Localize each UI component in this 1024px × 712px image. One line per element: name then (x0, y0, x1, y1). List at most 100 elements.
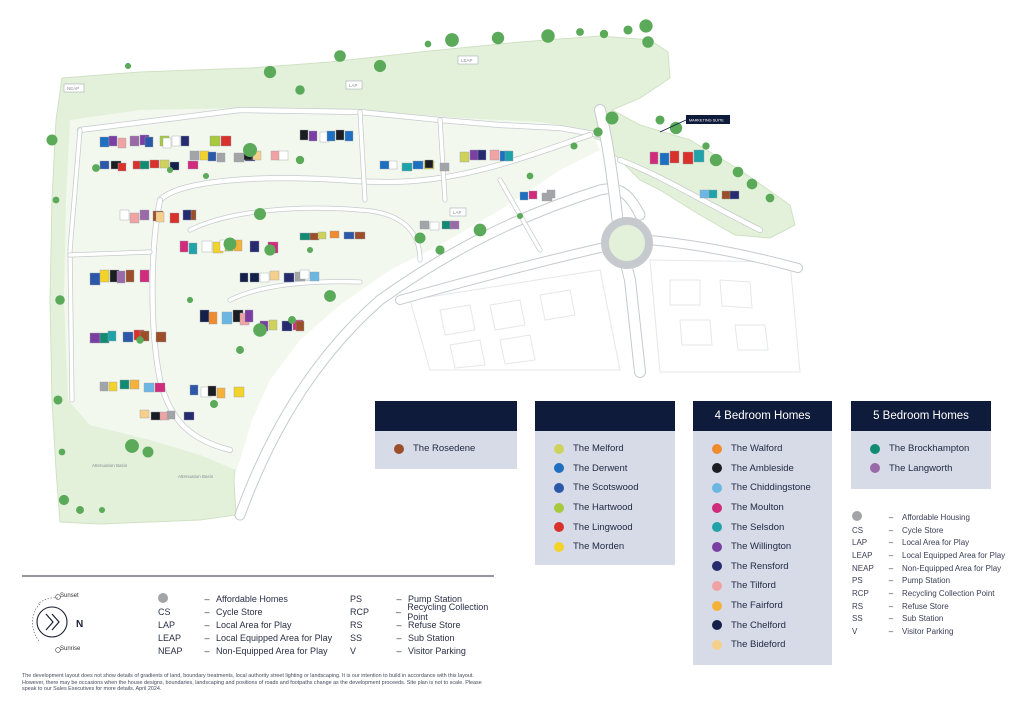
tree-icon (746, 178, 758, 190)
house-plot (546, 189, 556, 199)
legend-heading (535, 401, 675, 431)
tree-icon (491, 31, 505, 45)
abbreviation-description: Visitor Parking (408, 646, 466, 657)
tree-icon (264, 244, 276, 256)
house-plot (139, 209, 150, 221)
grey-dot-icon (852, 511, 862, 522)
affordable-dot-icon (158, 592, 198, 605)
house-plot (429, 221, 440, 231)
house-plot (207, 385, 217, 397)
tree-icon (623, 25, 633, 35)
house-plot (108, 381, 118, 392)
house-type-name: The Moulton (731, 502, 784, 514)
trees (46, 19, 775, 514)
house-plot (99, 381, 109, 392)
abbreviation-description: Recycling Collection Point (902, 588, 995, 598)
housing-area (64, 108, 600, 470)
house-type-swatch (554, 482, 564, 493)
tree-icon (243, 143, 257, 157)
house-plot (139, 269, 150, 283)
house-plot (326, 130, 336, 142)
legend-item: The Morden (535, 537, 675, 557)
abbreviation-item: CS–Cycle Store (852, 524, 1012, 537)
house-plot (189, 384, 199, 396)
north-label: N (76, 619, 84, 630)
house-plot (388, 160, 398, 170)
tree-icon (702, 142, 710, 150)
house-plot (155, 211, 165, 223)
abbreviation-code: CS (158, 606, 171, 617)
tree-icon (526, 172, 534, 180)
dash: – (888, 563, 894, 573)
house-plot (477, 149, 487, 161)
house-plot (129, 379, 140, 390)
house-plot (379, 160, 390, 170)
house-plot (419, 220, 430, 230)
dash: – (888, 601, 894, 611)
abbreviation-code: LEAP (158, 633, 182, 644)
house-plot (155, 331, 167, 343)
house-type-swatch (712, 463, 722, 474)
house-plot (182, 209, 192, 221)
house-plot (528, 190, 538, 200)
dash: – (888, 614, 894, 624)
tree-icon (124, 62, 132, 70)
house-type-swatch (554, 443, 564, 454)
dash: – (395, 606, 401, 617)
tree-icon (53, 395, 63, 405)
tree-icon (541, 29, 555, 43)
house-plot (216, 387, 226, 399)
house-plot (344, 130, 354, 142)
tree-icon (765, 193, 775, 203)
house-plot (412, 160, 424, 170)
legend-heading-5-bedroom: 5 Bedroom Homes (851, 401, 991, 431)
dash: – (888, 525, 894, 535)
house-plot (189, 150, 200, 161)
legend-item: The Rosedene (375, 439, 517, 459)
house-plot (699, 189, 711, 199)
house-plot (693, 149, 705, 163)
tree-icon (186, 296, 194, 304)
tree-icon (76, 506, 84, 514)
house-plot (117, 162, 127, 172)
house-plot (171, 135, 181, 147)
tree-icon (473, 223, 487, 237)
abbreviation-item: PS–Pump Station (852, 574, 1012, 587)
abbreviation-code: NEAP (158, 646, 183, 657)
house-plot (449, 220, 460, 230)
dash: – (888, 588, 894, 598)
tree-icon (98, 506, 106, 514)
neap-label: NEAP (67, 86, 79, 91)
house-type-name: The Brockhampton (889, 443, 970, 455)
house-type-swatch (712, 561, 722, 572)
dash: – (204, 633, 210, 644)
abbreviation-item: CS–Cycle Store (158, 605, 338, 618)
house-type-name: The Chiddingstone (731, 482, 811, 494)
house-plot (299, 129, 309, 141)
abbreviation-code: CS (852, 525, 864, 535)
house-plot (139, 409, 150, 419)
legend-item: The Chiddingstone (693, 478, 832, 498)
tree-icon (58, 494, 70, 506)
house-plot (208, 311, 218, 325)
tree-icon (254, 208, 266, 220)
house-plot (233, 386, 245, 398)
tree-icon (210, 400, 218, 408)
tree-icon (732, 166, 744, 178)
abbreviation-code: V (350, 646, 357, 657)
house-plot (309, 271, 320, 282)
abbreviation-description: Affordable Housing (902, 512, 970, 522)
dash: – (204, 619, 210, 630)
house-plot (99, 332, 110, 344)
abbreviation-code: RCP (350, 606, 370, 617)
house-type-swatch (712, 541, 722, 552)
legend-box-rosedene: The Rosedene (375, 401, 517, 469)
house-type-swatch (394, 443, 404, 454)
dash: – (888, 550, 894, 560)
tree-icon (306, 246, 314, 254)
tree-icon (263, 65, 277, 79)
legend-item: The Melford (535, 439, 675, 459)
